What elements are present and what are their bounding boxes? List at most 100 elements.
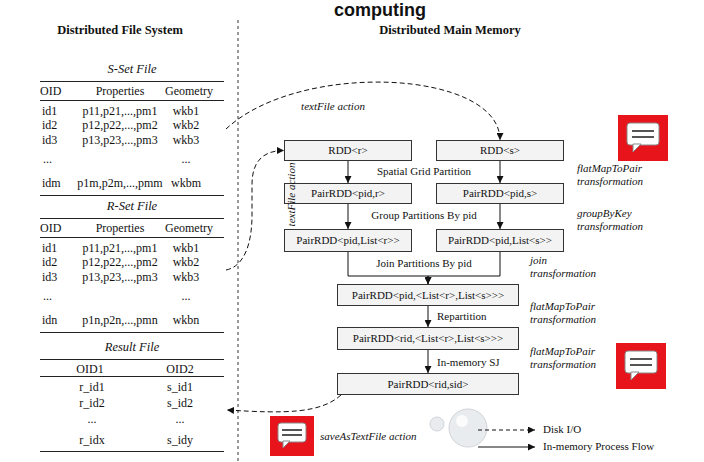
box-label: PairRDD<pid,List<s>> <box>448 234 552 247</box>
table-cell: idn <box>42 313 57 327</box>
table-cell: Geometry <box>165 84 213 98</box>
process-arrow <box>428 306 429 327</box>
process-box: PairRDD<pid,r> <box>284 183 412 204</box>
table-cell: p13,p23,...,pm3 <box>82 133 157 147</box>
table-cell: s_id1 <box>167 380 193 394</box>
box-label: PairRDD<rid,<List<r>,List<s>>> <box>353 332 503 345</box>
box-label: PairRDD<pid,r> <box>311 187 385 200</box>
process-arrow <box>348 161 349 183</box>
table-cell: r_id1 <box>79 380 104 394</box>
title: computing <box>334 0 426 20</box>
table-cell: id3 <box>42 133 57 147</box>
table-title: Result File <box>105 340 160 354</box>
process-box: PairRDD<rid,sid> <box>337 373 519 395</box>
table-cell: OID <box>40 84 61 98</box>
table-cell: ... <box>182 152 191 166</box>
table-cell: p12,p22,...,pm2 <box>82 255 157 269</box>
table-cell: OID1 <box>76 362 103 376</box>
step-label: Join Partitions By pid <box>374 257 474 270</box>
table-cell: ... <box>176 412 185 426</box>
table-cell: idm <box>42 176 61 190</box>
edge-label: textFile action <box>285 163 298 227</box>
process-box: PairRDD<pid,<List<r>,List<s>>> <box>337 284 519 306</box>
table-node: Result FileOID1OID2r_id1s_id1r_id2s_id2.… <box>40 338 224 454</box>
table-rule <box>40 359 224 360</box>
disk-io-arrow <box>226 151 284 271</box>
table-title: R-Set File <box>107 199 157 213</box>
table-cell: wkbm <box>171 176 201 190</box>
table-rule <box>40 237 224 238</box>
table-node: R-Set FileOIDPropertiesGeometryid1p11,p2… <box>40 197 224 335</box>
bubble <box>430 409 487 447</box>
table-cell: wkbn <box>173 313 200 327</box>
table-cell: wkb2 <box>173 255 200 269</box>
disk-io-arrow <box>227 395 341 412</box>
process-box: RDD<r> <box>284 140 412 161</box>
table-cell: r_idx <box>79 433 104 447</box>
table-cell: s_idy <box>167 433 193 447</box>
process-box: PairRDD<pid,List<r>> <box>284 229 412 252</box>
edge-label: saveAsTextFile action <box>318 430 418 443</box>
table-cell: id2 <box>42 118 57 132</box>
table-cell: id2 <box>42 255 57 269</box>
table-node: S-Set FileOIDPropertiesGeometryid1p11,p2… <box>40 60 224 198</box>
box-label: PairRDD<rid,sid> <box>387 378 468 391</box>
table-cell: id1 <box>42 104 57 118</box>
box-label: RDD<s> <box>480 144 520 157</box>
disk-io-arrow <box>226 82 500 140</box>
edge-label: textFile action <box>299 100 367 113</box>
comment-icon <box>616 343 666 389</box>
process-arrow <box>500 161 501 183</box>
table-rule <box>40 451 224 452</box>
comment-icon <box>618 115 668 161</box>
transformation-note: flatMapToPair transformation <box>577 162 657 188</box>
legend-text: Disk I/O <box>543 423 581 436</box>
transformation-note: flatMapToPair transformation <box>530 300 610 326</box>
table-cell: p1n,p2n,...,pmn <box>82 313 157 327</box>
transformation-note: join transformation <box>530 254 610 280</box>
table-rule <box>40 376 224 377</box>
transformation-note: groupByKey transformation <box>577 207 657 233</box>
process-box: RDD<s> <box>436 140 564 161</box>
table-cell: wkb1 <box>173 104 200 118</box>
legend-sample-dashed <box>478 430 535 431</box>
table-cell: OID <box>40 221 61 235</box>
table-cell: id1 <box>42 241 57 255</box>
transformation-note: flatMapToPair transformation <box>530 345 610 371</box>
table-cell: wkb3 <box>173 270 200 284</box>
table-rule <box>40 332 224 333</box>
table-rule <box>40 100 224 101</box>
table-cell: ... <box>43 289 52 303</box>
table-cell: s_id2 <box>167 396 193 410</box>
box-label: RDD<r> <box>328 144 367 157</box>
table-cell: ... <box>88 412 97 426</box>
table-cell: Geometry <box>165 221 213 235</box>
box-label: PairRDD<pid,s> <box>463 187 537 200</box>
table-cell: r_id2 <box>79 396 104 410</box>
process-box: PairRDD<pid,s> <box>436 183 564 204</box>
table-cell: p13,p23,...,pm3 <box>82 270 157 284</box>
table-cell: p12,p22,...,pm2 <box>82 118 157 132</box>
legend-sample-solid <box>478 447 535 448</box>
table-cell: p11,p21,...,pm1 <box>83 104 158 118</box>
box-label: PairRDD<pid,<List<r>,List<s>>> <box>352 289 504 302</box>
table-cell: wkb3 <box>173 133 200 147</box>
table-cell: wkb1 <box>173 241 200 255</box>
table-rule <box>40 218 224 219</box>
comment-icon <box>270 416 314 456</box>
box-label: PairRDD<pid,List<r>> <box>296 234 399 247</box>
table-rule <box>40 195 224 196</box>
process-box: PairRDD<pid,List<s>> <box>436 229 564 252</box>
panel-heading: Distributed File System <box>57 23 183 38</box>
process-arrow <box>500 204 501 229</box>
process-arrow <box>428 350 429 373</box>
table-cell: ... <box>182 289 191 303</box>
edge-label: Repartition <box>437 310 487 323</box>
panel-heading: Distributed Main Memory <box>379 23 521 38</box>
table-cell: p1m,p2m,...,pmm <box>77 176 162 190</box>
process-arrow <box>348 204 349 229</box>
table-cell: ... <box>43 152 52 166</box>
table-cell: Properties <box>96 84 145 98</box>
table-cell: wkb2 <box>173 118 200 132</box>
process-box: PairRDD<rid,<List<r>,List<s>>> <box>337 327 519 350</box>
